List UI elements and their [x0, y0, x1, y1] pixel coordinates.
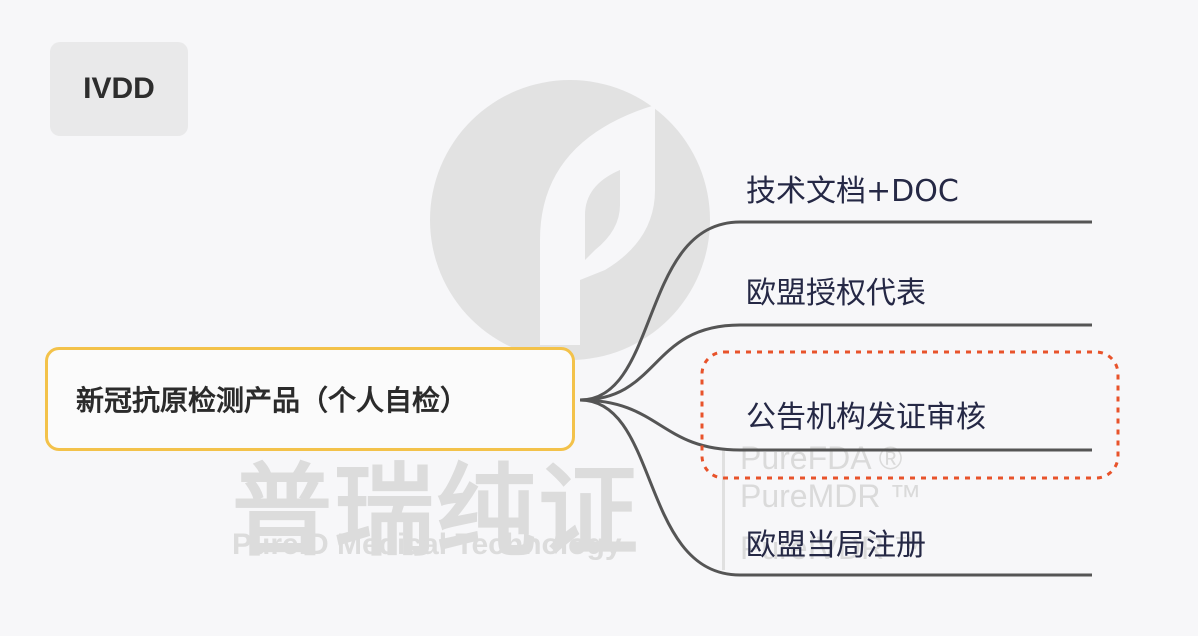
- connector-branch-3: [579, 398, 1092, 452]
- watermark-english-text: PureID Medical Technology: [232, 528, 622, 561]
- branch-eu-authority-registration[interactable]: 欧盟当局注册: [746, 528, 926, 563]
- connector-branch-4: [579, 398, 1092, 577]
- watermark-brand-puremdr: PureMDR ™: [740, 478, 922, 514]
- watermark-logo-icon: [420, 70, 720, 374]
- connector-branch-1: [579, 220, 1092, 402]
- central-topic[interactable]: 新冠抗原检测产品（个人自检）: [45, 347, 575, 451]
- branch-eu-authorized-representative[interactable]: 欧盟授权代表: [746, 276, 926, 311]
- watermark-brand-pureivdr: PureIVDR ™: [740, 530, 925, 566]
- watermark-divider: [722, 450, 725, 570]
- watermark-chinese-text: 普瑞纯证: [232, 453, 640, 570]
- connector-branch-2: [579, 323, 1092, 402]
- category-tag: IVDD: [50, 42, 188, 136]
- watermark-brand-purefda: PureFDA ®: [740, 440, 903, 476]
- central-topic-label: 新冠抗原检测产品（个人自检）: [76, 384, 469, 417]
- branch-notified-body-certification[interactable]: 公告机构发证审核: [746, 400, 986, 435]
- highlight-frame: [700, 350, 1120, 480]
- branch-technical-documentation[interactable]: 技术文档+DOC: [746, 174, 959, 209]
